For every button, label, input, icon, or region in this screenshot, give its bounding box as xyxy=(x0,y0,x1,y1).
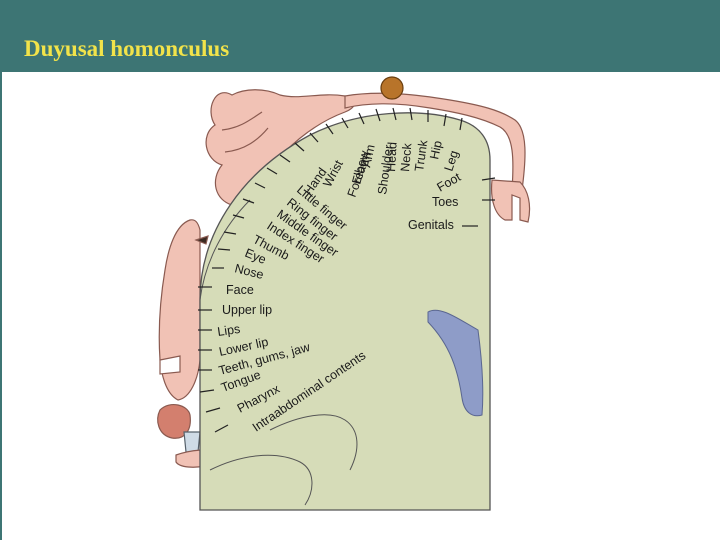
finger-line xyxy=(221,111,263,131)
label-upper-lip: Upper lip xyxy=(222,303,272,317)
homunculus-face xyxy=(158,219,201,401)
label-toes: Toes xyxy=(432,195,458,209)
slide-left-border xyxy=(0,72,2,540)
leader-ticks xyxy=(198,107,496,433)
homunculus-foot xyxy=(490,179,531,223)
finger-line xyxy=(224,127,269,153)
label-neck: Neck xyxy=(398,142,414,172)
gyrus-line xyxy=(269,414,358,471)
label-head: Head xyxy=(384,142,400,173)
title-bar xyxy=(0,0,720,72)
label-hip: Hip xyxy=(427,139,445,160)
ventricle xyxy=(427,309,484,417)
label-face: Face xyxy=(226,283,254,297)
label-lips: Lips xyxy=(216,322,241,339)
label-nose: Nose xyxy=(233,261,265,282)
cortex-section xyxy=(199,112,491,511)
label-leg: Leg xyxy=(442,149,462,173)
label-arm: Arm xyxy=(359,143,377,168)
label-trunk: Trunk xyxy=(412,139,430,173)
label-shoulder: Shoulder xyxy=(375,144,396,196)
homunculus-eye xyxy=(194,235,209,245)
slide-title: Duyusal homonculus xyxy=(24,36,230,61)
homunculus-teeth xyxy=(159,355,181,375)
homunculus-head xyxy=(380,76,404,100)
gyrus-line xyxy=(209,454,313,506)
homunculus-figure xyxy=(157,76,531,498)
label-genitals: Genitals xyxy=(408,218,454,232)
homunculus-pharynx xyxy=(183,431,201,453)
